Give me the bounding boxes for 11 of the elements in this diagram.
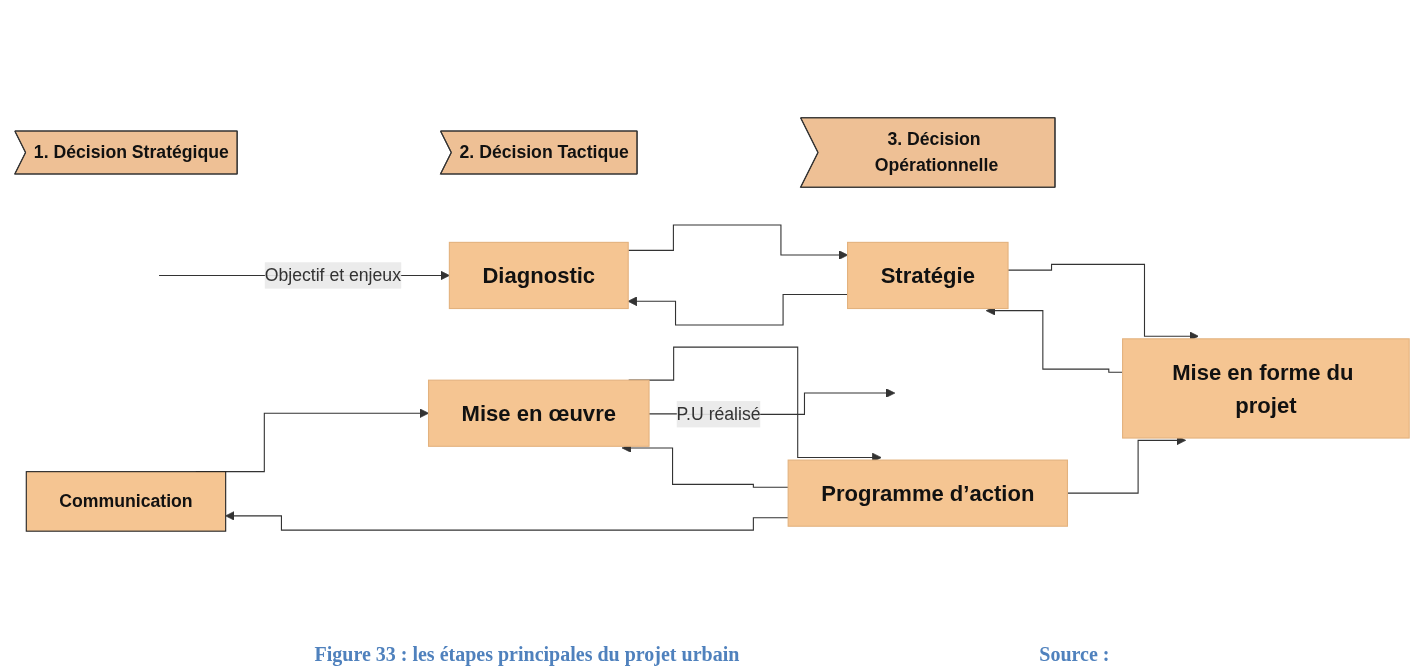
node-box: Programme d’action xyxy=(787,459,1068,527)
arrow xyxy=(225,511,789,531)
edge-label: P.U réalisé xyxy=(676,404,761,424)
source-note: Source : xyxy=(1039,643,1110,665)
node-box: Mise en forme du projet xyxy=(1122,338,1410,439)
edge-label: Objectif et enjeux xyxy=(264,265,401,285)
figure-caption: Figure 33 : les étapes principales du projet urbain xyxy=(314,643,740,666)
node-box: Communication xyxy=(25,471,227,532)
node-box: Diagnostic xyxy=(448,241,629,310)
node-box: Stratégie xyxy=(847,241,1009,310)
node-box: Mise en œuvre xyxy=(427,379,650,447)
